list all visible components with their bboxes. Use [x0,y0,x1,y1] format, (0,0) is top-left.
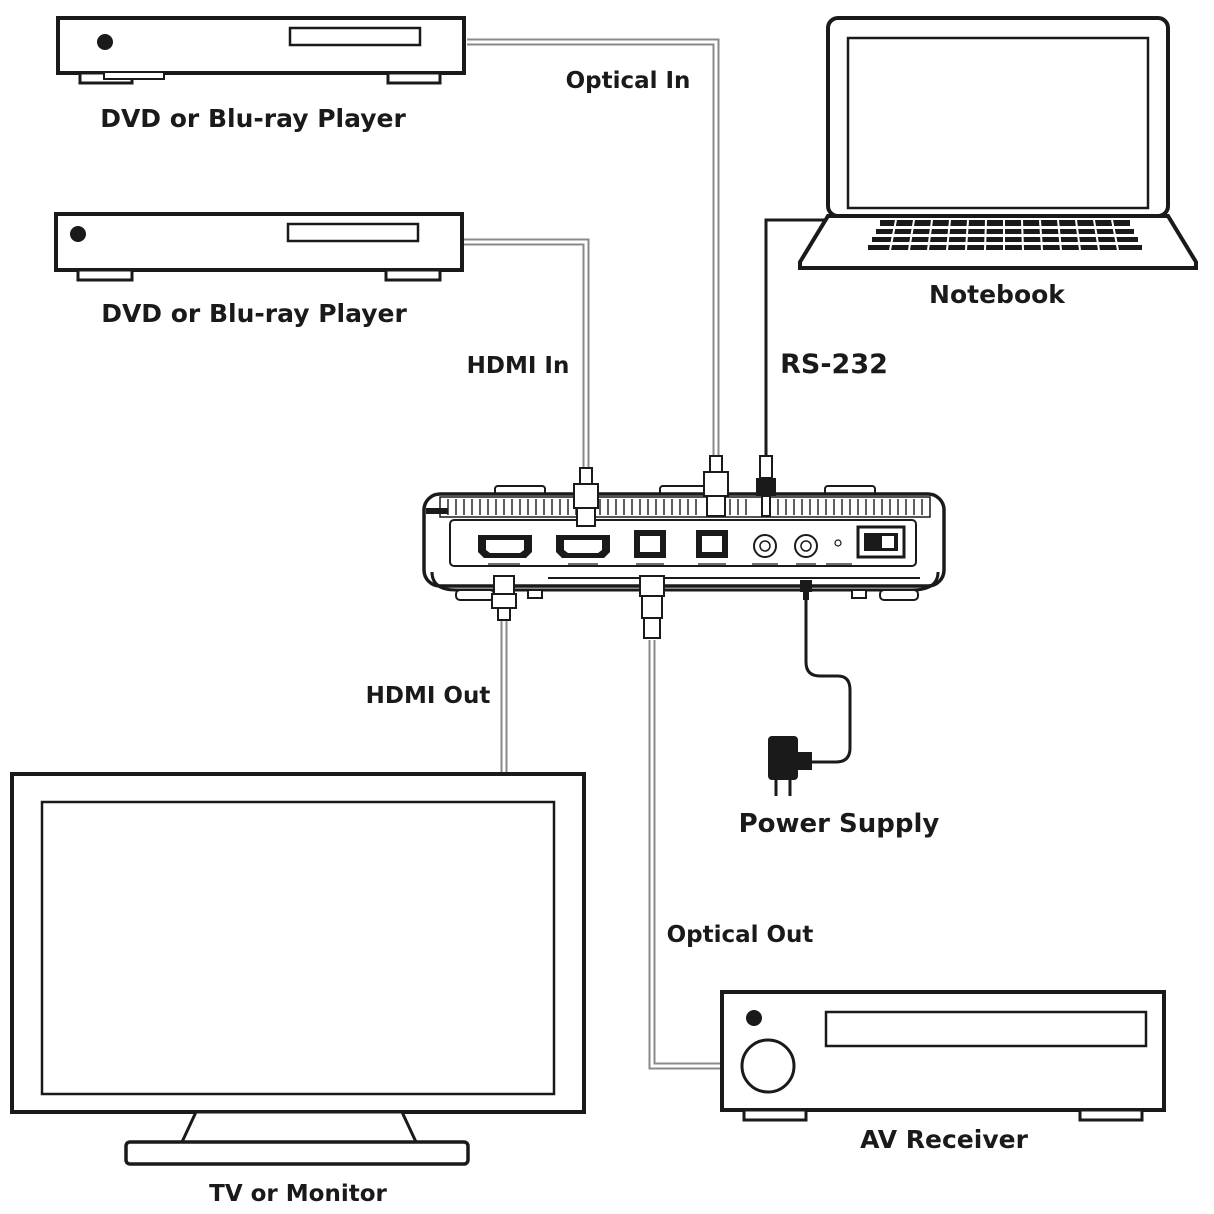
optical-out-plug [639,575,665,639]
monitor-icon [10,772,586,1166]
converter-device-icon [422,485,946,601]
notebook-label: Notebook [929,280,1066,309]
power-cable [804,598,852,764]
dvd-player-icon [54,212,464,282]
optical-in-cable [467,38,720,470]
player-1-label: DVD or Blu-ray Player [100,104,406,133]
dvd-player-icon [56,16,466,85]
power-plug [800,580,812,600]
hdmi-out-label: HDMI Out [366,683,491,709]
optical-in-label: Optical In [566,68,691,94]
laptop-icon [798,16,1198,270]
tv-label: TV or Monitor [209,1181,387,1207]
hdmi-in-plug [573,467,599,527]
optical-out-label: Optical Out [667,922,814,948]
power-adapter-icon [768,736,812,796]
hdmi-in-cable [462,238,590,475]
power-supply-label: Power Supply [739,809,940,839]
rs232-plug [756,455,776,517]
player-2-label: DVD or Blu-ray Player [101,299,407,328]
optical-in-plug [703,455,729,517]
av-receiver-label: AV Receiver [860,1125,1029,1154]
rs232-label: RS-232 [780,349,888,380]
rs232-cable [764,218,828,462]
hdmi-out-plug [491,575,517,621]
av-receiver-icon [720,990,1166,1122]
optical-out-cable [648,640,722,1070]
hdmi-in-label: HDMI In [467,353,570,379]
